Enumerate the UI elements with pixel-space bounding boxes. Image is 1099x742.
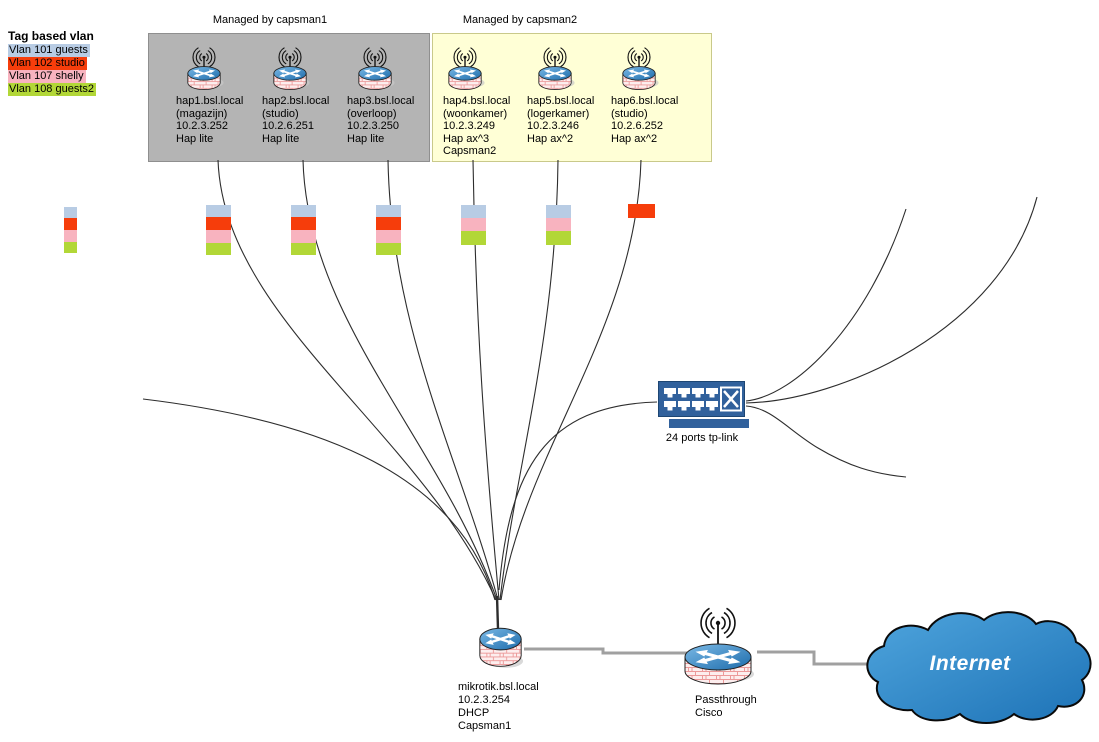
internet-label: Internet	[929, 652, 1011, 675]
ap-icon-hap2	[274, 48, 310, 90]
legend-item-vlan101: Vlan 101 guests	[8, 44, 90, 57]
internet-cloud	[866, 611, 1092, 724]
group-box-capsman2	[432, 33, 712, 162]
vlan-bar-hap1	[206, 205, 231, 255]
legend-item-vlan107: Vlan 107 shelly	[8, 70, 86, 83]
link-left-router	[142, 398, 496, 601]
ap-icon-hap5	[539, 48, 575, 90]
link-switch-up1	[745, 208, 907, 402]
ap-icon-hap6	[623, 48, 659, 90]
switch-shadow-bar	[669, 419, 749, 428]
ap-icon-hap3	[359, 48, 395, 90]
router-line-bundle	[495, 595, 500, 630]
link-hap6-router	[500, 159, 642, 601]
cisco-wifi-router-icon	[685, 608, 754, 684]
link-router-cisco	[524, 647, 687, 655]
link-switch-up2	[745, 196, 1038, 404]
mikrotik-router-icon	[480, 628, 523, 667]
switch-label: 24 ports tp-link	[665, 432, 739, 444]
vlan-bar-hap2	[291, 205, 316, 255]
ap-icon-hap1	[188, 48, 224, 90]
link-switch-router	[498, 401, 658, 591]
link-switch-down	[745, 405, 907, 478]
cisco-label: Passthrough Cisco	[695, 694, 757, 719]
legend-item-vlan108: Vlan 108 guests2	[8, 83, 97, 96]
ap-icon-hap4	[449, 48, 485, 90]
link-hap1-router	[217, 159, 497, 601]
vlan-bar-hap3	[376, 205, 401, 255]
group-label-capsman1: Managed by capsman1	[212, 14, 328, 26]
vlan-bar-hap5	[546, 205, 571, 245]
legend-item-vlan102: Vlan 102 studio	[8, 57, 87, 70]
connection-lines	[142, 159, 1038, 630]
vlan-legend: Tag based vlan Vlan 101 guests Vlan 102 …	[8, 29, 97, 96]
vlan-bar-standalone	[64, 207, 77, 253]
mikrotik-label: mikrotik.bsl.local 10.2.3.254 DHCP Capsm…	[458, 681, 539, 732]
switch-icon	[658, 381, 745, 417]
link-cisco-internet	[757, 650, 871, 666]
group-box-capsman1	[148, 33, 430, 162]
legend-title: Tag based vlan	[8, 29, 94, 43]
vlan-bar-hap6	[628, 204, 655, 218]
vlan-bar-hap4	[461, 205, 486, 245]
group-label-capsman2: Managed by capsman2	[462, 14, 578, 26]
gray-links	[524, 647, 871, 666]
